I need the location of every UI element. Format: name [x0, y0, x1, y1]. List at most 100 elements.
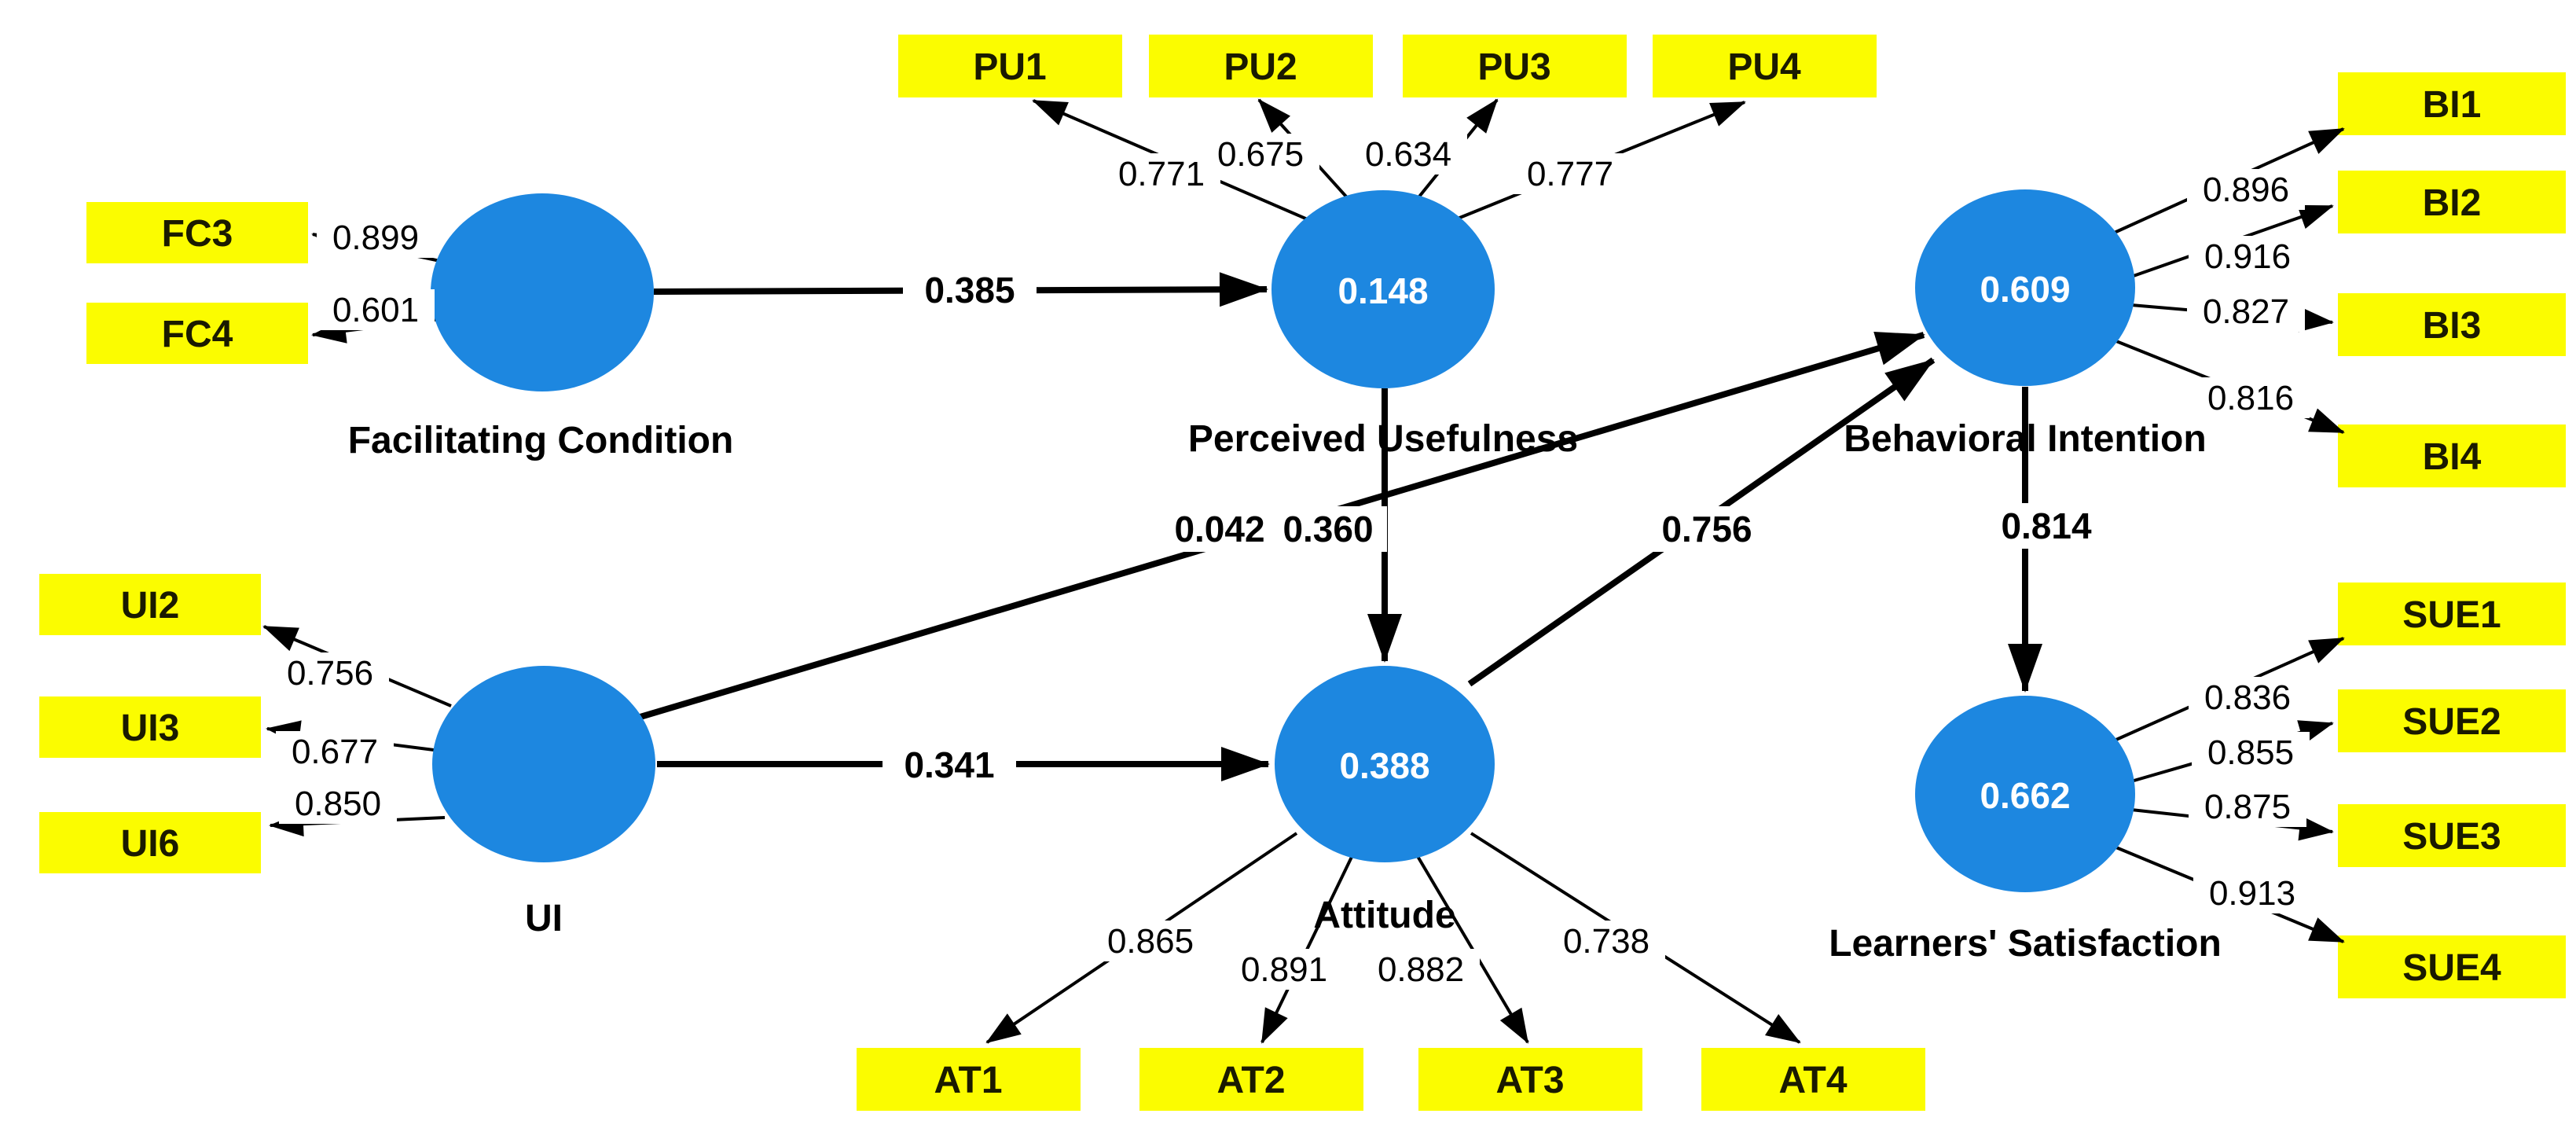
construct-at-r2: 0.388: [1339, 745, 1429, 786]
indicator-bi4-box: [2338, 424, 2566, 487]
construct-at-label: Attitude: [1313, 895, 1455, 936]
loading-pu4: 0.777: [1527, 155, 1613, 193]
indicator-bi2-label: BI2: [2423, 182, 2482, 224]
loading-arrow-at2: [1260, 853, 1355, 1044]
indicator-at1-label: AT1: [934, 1060, 1002, 1101]
loading-sue4: 0.913: [2209, 874, 2295, 913]
label-mask: [1547, 921, 1665, 961]
label-mask: [1980, 503, 2113, 549]
label-mask: [2189, 236, 2306, 277]
indicator-ui2-label: UI2: [121, 585, 180, 627]
construct-bi-r2: 0.609: [1980, 269, 2070, 310]
construct-pu-ellipse: [1271, 190, 1495, 388]
label-mask: [2187, 169, 2305, 210]
loading-arrow-at3: [1415, 852, 1529, 1044]
indicator-fc4-box: [86, 303, 308, 364]
loading-bi3: 0.827: [2203, 292, 2289, 331]
indicator-sue3-label: SUE3: [2402, 816, 2501, 858]
indicator-ui3-label: UI3: [121, 707, 180, 749]
label-mask: [1640, 506, 1774, 552]
loading-values: 0.771 0.675 0.634 0.777 0.899 0.601 0.75…: [287, 135, 2295, 989]
loading-pu3: 0.634: [1365, 135, 1451, 174]
indicator-ui2-box: [39, 574, 261, 635]
label-mask: [1362, 949, 1480, 990]
indicator-fc4-label: FC4: [162, 314, 233, 355]
indicator-sue1-box: [2338, 583, 2566, 645]
indicator-bi1-box: [2338, 72, 2566, 135]
indicator-ui6-box: [39, 812, 261, 873]
indicator-bi4-label: BI4: [2423, 436, 2482, 478]
construct-ls-label: Learners' Satisfaction: [1829, 923, 2222, 965]
label-mask: [903, 267, 1037, 313]
loading-pu1: 0.771: [1118, 155, 1205, 193]
label-mask: [1202, 134, 1319, 175]
loading-sue1: 0.836: [2204, 678, 2291, 717]
indicator-bi3-label: BI3: [2423, 305, 2482, 347]
label-mask: [1511, 153, 1629, 194]
indicator-at4-label: AT4: [1778, 1060, 1847, 1101]
construct-at-ellipse: [1275, 666, 1495, 862]
indicator-pu1-box: [898, 35, 1122, 97]
label-mask: [276, 731, 394, 772]
indicator-pu3-label: PU3: [1477, 46, 1550, 88]
loading-sue2: 0.855: [2207, 733, 2294, 772]
path-coefficient-fc-pu: 0.385: [924, 270, 1015, 311]
construct-bi-ellipse: [1915, 189, 2135, 386]
label-masks: [271, 134, 2311, 990]
loading-ui3: 0.677: [292, 733, 378, 771]
loading-at4: 0.738: [1563, 922, 1649, 961]
indicator-ui6-label: UI6: [121, 823, 180, 865]
indicator-at4-box: [1701, 1048, 1925, 1111]
indicator-pu4-box: [1653, 35, 1877, 97]
indicator-at2-label: AT2: [1216, 1060, 1285, 1101]
path-coefficient-bi-ls: 0.814: [2001, 505, 2092, 546]
indicator-at1-box: [857, 1048, 1081, 1111]
construct-ellipses: [431, 189, 2135, 892]
indicator-pu2-label: PU2: [1224, 46, 1297, 88]
loading-sue3: 0.875: [2204, 788, 2291, 826]
indicator-fc3-box: [86, 202, 308, 263]
indicator-sue3-box: [2338, 804, 2566, 867]
indicator-bi2-box: [2338, 171, 2566, 233]
indicator-pu2-box: [1149, 35, 1373, 97]
label-mask: [1349, 134, 1467, 175]
construct-labels: Facilitating Condition Perceived Usefuln…: [348, 269, 2222, 965]
indicator-pu1-label: PU1: [973, 46, 1046, 88]
label-mask: [317, 217, 435, 258]
path-coefficients: 0.385 0.042 0.360 0.756 0.341 0.814: [904, 270, 2092, 785]
label-mask: [2189, 786, 2306, 827]
loading-at3: 0.882: [1378, 950, 1464, 989]
construct-bi-label: Behavioral Intention: [1844, 418, 2206, 460]
label-mask: [2192, 732, 2310, 773]
label-mask: [2189, 677, 2306, 718]
loading-fc4: 0.601: [332, 291, 419, 329]
indicator-sue2-label: SUE2: [2402, 701, 2501, 743]
indicator-at3-box: [1418, 1048, 1642, 1111]
indicator-bi1-label: BI1: [2423, 84, 2482, 126]
label-mask: [1225, 949, 1343, 990]
loading-fc3: 0.899: [332, 219, 419, 257]
construct-ls-r2: 0.662: [1980, 775, 2070, 816]
loading-bi2: 0.916: [2204, 237, 2291, 276]
indicator-pu4-label: PU4: [1727, 46, 1801, 88]
path-coefficient-at-bi: 0.756: [1661, 509, 1752, 549]
label-mask: [2187, 291, 2305, 332]
loading-bi4: 0.816: [2207, 379, 2294, 417]
path-coefficient-pu-at: 0.360: [1282, 509, 1373, 549]
loading-bi1: 0.896: [2203, 171, 2289, 209]
loading-ui2: 0.756: [287, 654, 373, 693]
label-mask: [1269, 506, 1387, 552]
loading-at1: 0.865: [1107, 922, 1194, 961]
label-mask: [1103, 153, 1220, 194]
construct-ls-ellipse: [1915, 696, 2135, 892]
label-mask: [279, 783, 397, 824]
indicator-ui3-box: [39, 696, 261, 758]
label-mask: [271, 652, 389, 693]
indicator-sue4-box: [2338, 935, 2566, 998]
indicator-sue2-box: [2338, 689, 2566, 752]
label-mask: [2193, 873, 2311, 913]
indicator-bi3-box: [2338, 293, 2566, 356]
indicator-at3-label: AT3: [1495, 1060, 1564, 1101]
construct-ui-label: UI: [525, 898, 563, 939]
